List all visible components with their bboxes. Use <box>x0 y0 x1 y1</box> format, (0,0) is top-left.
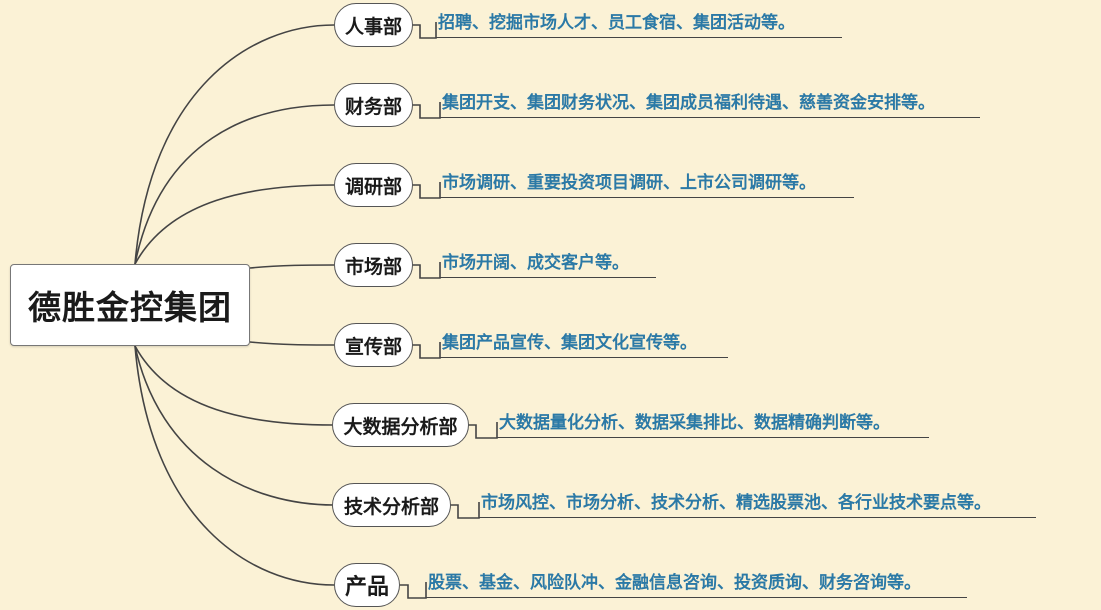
connector-product <box>134 345 335 586</box>
dept-node-finance: 财务部 <box>334 83 413 127</box>
desc-market: 市场开阔、成交客户等。 <box>440 252 656 278</box>
bracket-research <box>412 182 441 199</box>
connector-hr <box>134 24 335 265</box>
desc-publicity: 集团产品宣传、集团文化宣传等。 <box>440 332 728 358</box>
dept-node-hr: 人事部 <box>334 3 413 47</box>
bracket-hr <box>412 22 437 39</box>
desc-product: 股票、基金、风险队冲、金融信息咨询、投资质询、财务咨询等。 <box>426 572 967 598</box>
desc-research: 市场调研、重要投资项目调研、上市公司调研等。 <box>440 172 854 198</box>
connector-tech <box>134 345 335 506</box>
dept-node-publicity: 宣传部 <box>334 323 413 367</box>
desc-hr: 招聘、挖掘市场人才、员工食宿、集团活动等。 <box>436 12 842 38</box>
dept-node-bigdata: 大数据分析部 <box>332 403 469 447</box>
desc-bigdata: 大数据量化分析、数据采集排比、数据精确判断等。 <box>497 412 929 438</box>
dept-node-product: 产品 <box>334 563 400 607</box>
connector-research <box>134 184 335 265</box>
dept-node-research: 调研部 <box>334 163 413 207</box>
root-node-company: 德胜金控集团 <box>10 264 250 346</box>
desc-finance: 集团开支、集团财务状况、集团成员福利待遇、慈善资金安排等。 <box>440 92 980 118</box>
bracket-market <box>412 262 441 279</box>
desc-tech: 市场风控、市场分析、技术分析、精选股票池、各行业技术要点等。 <box>479 492 1036 518</box>
connector-market <box>249 264 335 269</box>
bracket-bigdata <box>468 422 498 439</box>
bracket-tech <box>450 502 480 519</box>
bracket-finance <box>412 102 441 119</box>
dept-node-market: 市场部 <box>334 243 413 287</box>
bracket-publicity <box>412 342 441 359</box>
dept-node-tech: 技术分析部 <box>332 483 451 527</box>
connector-bigdata <box>134 345 335 426</box>
connector-finance <box>134 104 335 265</box>
bracket-product <box>400 582 427 599</box>
connector-publicity <box>249 341 335 346</box>
